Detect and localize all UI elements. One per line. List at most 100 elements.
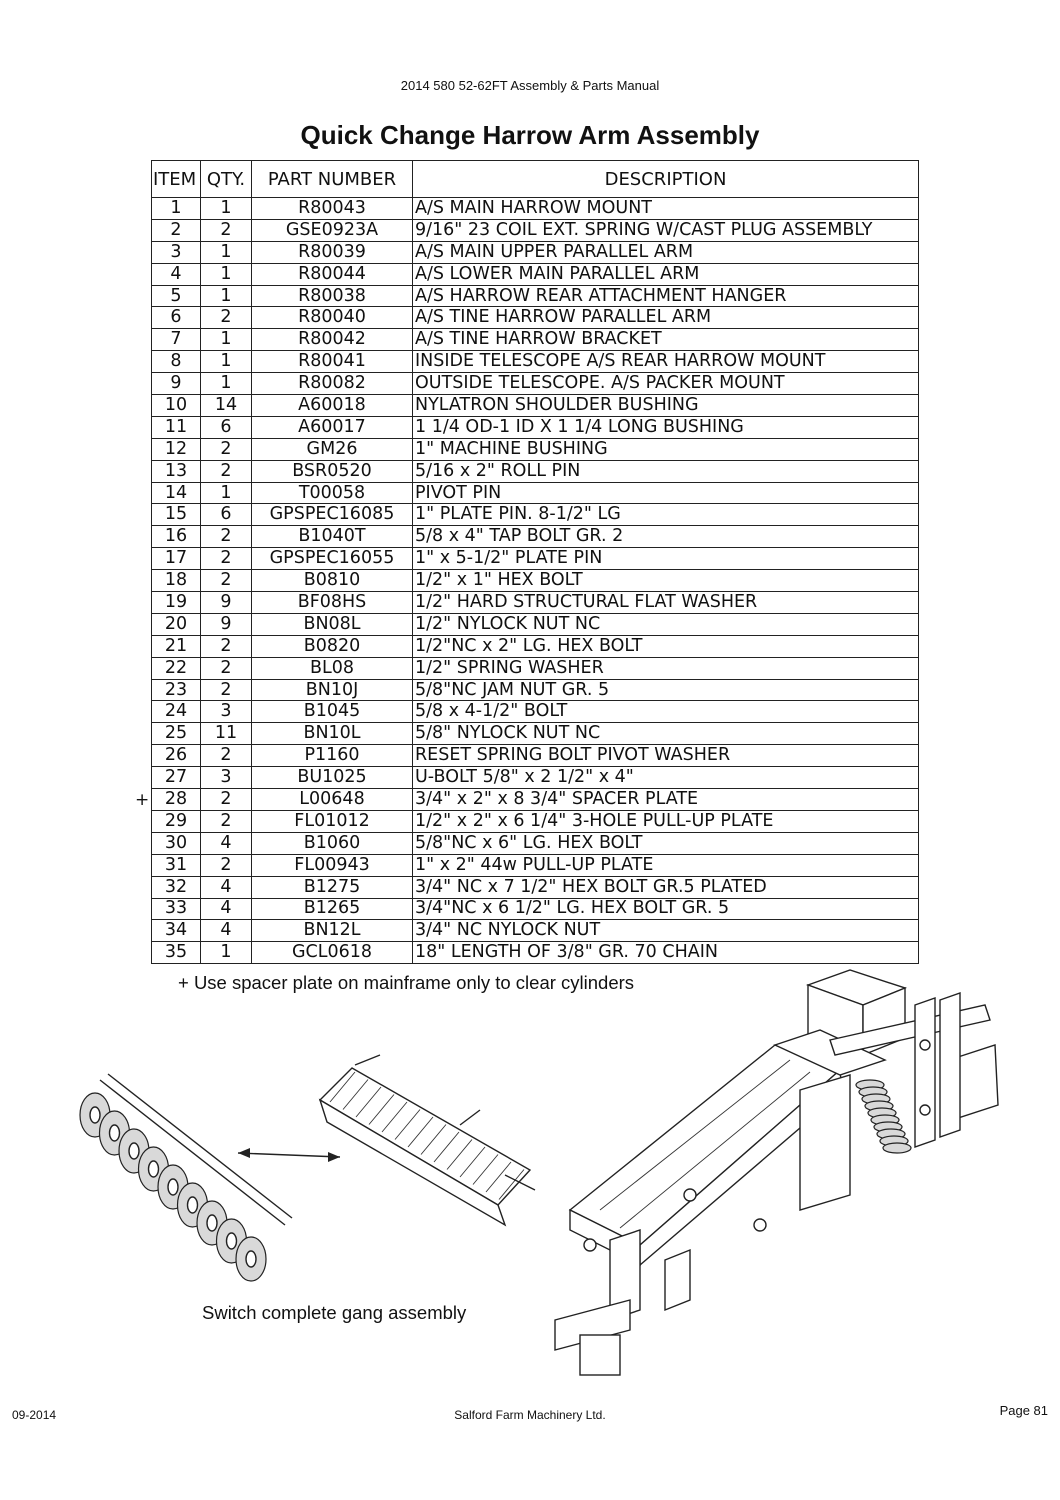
column-header-description: DESCRIPTION bbox=[412, 160, 919, 198]
footnote: + Use spacer plate on mainframe only to … bbox=[178, 972, 635, 993]
item-number-cell: 22 bbox=[151, 656, 201, 680]
description-cell: NYLATRON SHOULDER BUSHING bbox=[412, 394, 919, 417]
item-number-cell: 9 bbox=[151, 372, 201, 396]
item-number-cell: 35 bbox=[151, 941, 201, 965]
disc-gang-drawing bbox=[79, 1073, 293, 1282]
part-number-cell: T00058 bbox=[251, 481, 413, 505]
description-cell: 5/8"NC x 6" LG. HEX BOLT bbox=[412, 831, 919, 855]
description-cell: 5/8" NYLOCK NUT NC bbox=[412, 722, 919, 746]
part-number-cell: A60017 bbox=[251, 415, 413, 439]
description-cell: 1" PLATE PIN. 8-1/2" LG bbox=[412, 503, 919, 527]
part-number-cell: FL00943 bbox=[251, 853, 413, 877]
description-cell: A/S TINE HARROW BRACKET bbox=[412, 328, 919, 352]
qty-cell: 1 bbox=[200, 262, 252, 286]
part-number-cell: GCL0618 bbox=[251, 941, 413, 965]
description-cell: 1/2"NC x 2" LG. HEX BOLT bbox=[412, 634, 919, 658]
description-cell: 1/2" SPRING WASHER bbox=[412, 656, 919, 680]
qty-cell: 2 bbox=[200, 437, 252, 461]
item-number-cell: 16 bbox=[151, 525, 201, 549]
item-number-cell: 33 bbox=[151, 897, 201, 921]
description-cell: A/S MAIN UPPER PARALLEL ARM bbox=[412, 240, 919, 264]
part-number-cell: R80039 bbox=[251, 240, 413, 264]
part-number-cell: A60018 bbox=[251, 394, 413, 417]
item-number-cell: 13 bbox=[151, 459, 201, 483]
qty-cell: 1 bbox=[200, 350, 252, 374]
description-cell: 1" x 5-1/2" PLATE PIN bbox=[412, 547, 919, 571]
part-number-cell: B1040T bbox=[251, 525, 413, 549]
item-number-cell: 14 bbox=[151, 481, 201, 505]
item-number-cell: 15 bbox=[151, 503, 201, 527]
item-number-cell: 34 bbox=[151, 919, 201, 943]
part-number-cell: R80040 bbox=[251, 306, 413, 330]
part-number-cell: GPSPEC16085 bbox=[251, 503, 413, 527]
item-number-cell: 7 bbox=[151, 328, 201, 352]
part-number-cell: B1265 bbox=[251, 897, 413, 921]
footer-date: 09-2014 bbox=[12, 1408, 57, 1422]
harrow-arm-drawing bbox=[554, 969, 999, 1376]
parts-table: ITEM NO. QTY. PART NUMBER DESCRIPTION 11… bbox=[151, 160, 919, 965]
description-cell: 3/4" x 2" x 8 3/4" SPACER PLATE bbox=[412, 788, 919, 811]
footer-company: Salford Farm Machinery Ltd. bbox=[454, 1408, 606, 1422]
description-cell: 3/4" NC NYLOCK NUT bbox=[412, 919, 919, 943]
part-number-cell: R80082 bbox=[251, 372, 413, 396]
tine-harrow-drawing bbox=[318, 1054, 536, 1227]
description-cell: 5/8 x 4-1/2" BOLT bbox=[412, 700, 919, 724]
description-cell: PIVOT PIN bbox=[412, 481, 919, 505]
part-number-cell: R80044 bbox=[251, 262, 413, 286]
description-cell: 1/2" x 2" x 6 1/4" 3-HOLE PULL-UP PLATE bbox=[412, 809, 919, 833]
part-number-cell: R80042 bbox=[251, 328, 413, 352]
footer-page-number: Page 81 bbox=[999, 1403, 1048, 1418]
description-cell: 1/2" x 1" HEX BOLT bbox=[412, 569, 919, 593]
item-number-cell: 11 bbox=[151, 415, 201, 439]
part-number-cell: B1060 bbox=[251, 831, 413, 855]
page-title: Quick Change Harrow Arm Assembly bbox=[300, 120, 760, 150]
qty-cell: 6 bbox=[200, 415, 252, 439]
part-number-cell: R80043 bbox=[251, 197, 413, 220]
description-cell: A/S HARROW REAR ATTACHMENT HANGER bbox=[412, 284, 919, 308]
illustration-caption: Switch complete gang assembly bbox=[202, 1302, 467, 1323]
description-cell: OUTSIDE TELESCOPE. A/S PACKER MOUNT bbox=[412, 372, 919, 396]
part-number-cell: B0810 bbox=[251, 569, 413, 593]
qty-cell: 1 bbox=[200, 941, 252, 965]
swap-arrow-icon bbox=[237, 1148, 341, 1162]
description-cell: 1" MACHINE BUSHING bbox=[412, 437, 919, 461]
part-number-cell: BN12L bbox=[251, 919, 413, 943]
parts-table-header-row: ITEM NO. QTY. PART NUMBER DESCRIPTION bbox=[151, 160, 919, 198]
document-header: 2014 580 52-62FT Assembly & Parts Manual bbox=[400, 78, 660, 93]
part-number-cell: R80038 bbox=[251, 284, 413, 308]
spacer-plate-marker: + bbox=[135, 790, 150, 810]
description-cell: A/S LOWER MAIN PARALLEL ARM bbox=[412, 262, 919, 286]
item-number-cell: 25 bbox=[151, 722, 201, 746]
item-number-cell: 12 bbox=[151, 437, 201, 461]
description-cell: INSIDE TELESCOPE A/S REAR HARROW MOUNT bbox=[412, 350, 919, 374]
description-cell: A/S TINE HARROW PARALLEL ARM bbox=[412, 306, 919, 330]
description-cell: 9/16" 23 COIL EXT. SPRING W/CAST PLUG AS… bbox=[412, 218, 919, 242]
description-cell: 5/8"NC JAM NUT GR. 5 bbox=[412, 678, 919, 702]
